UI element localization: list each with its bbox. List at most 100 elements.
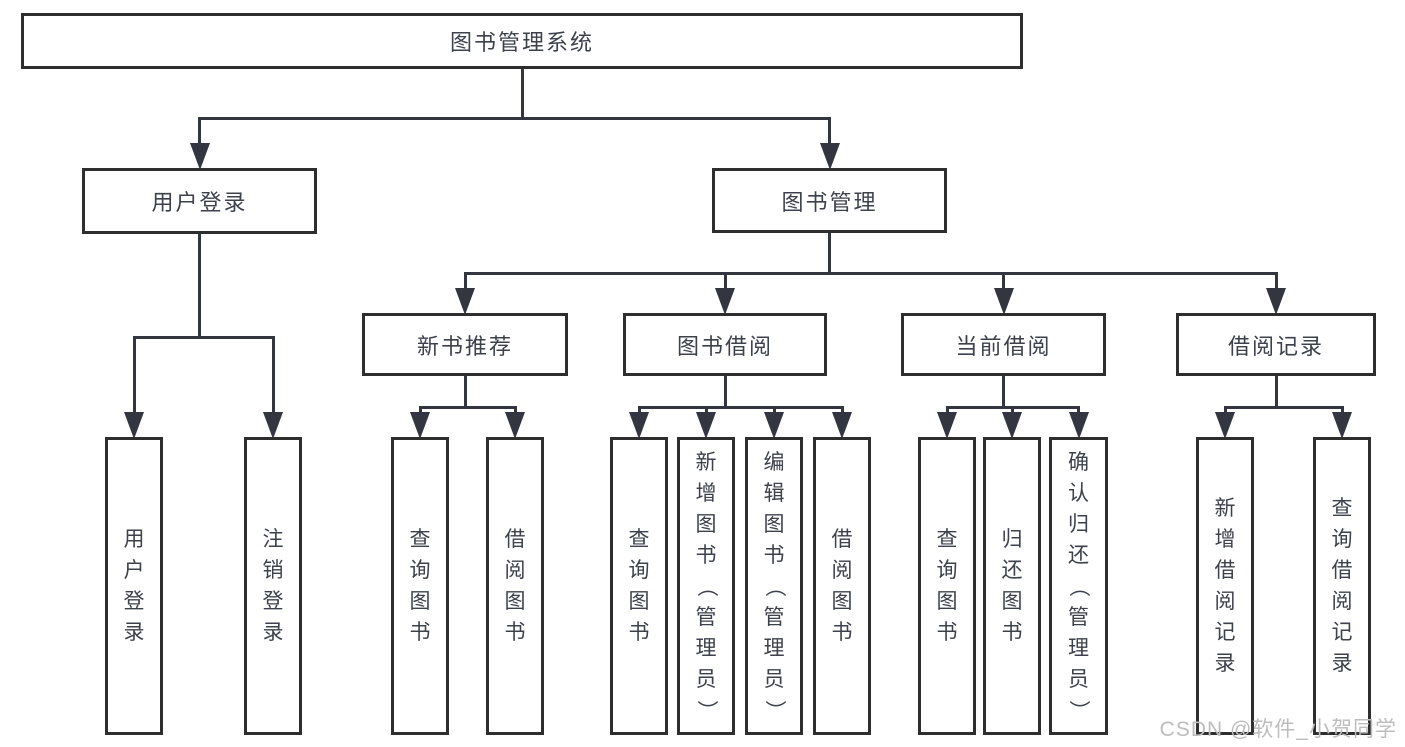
connector-stem (1002, 376, 1005, 407)
label-char: 管 (763, 605, 785, 629)
connector-drop (418, 407, 422, 414)
connector-stem (198, 234, 201, 337)
label-char: 图 (763, 512, 785, 536)
connector-drop (463, 273, 467, 290)
label-char: 销 (262, 559, 284, 582)
label-char: 录 (1214, 652, 1236, 675)
label-char: 书 (695, 543, 717, 567)
label-char: 理 (1068, 636, 1089, 660)
connector-drop (1077, 407, 1080, 414)
node-bb-borrow: 借阅图书 (813, 437, 871, 735)
label-char: 书 (409, 621, 431, 644)
label-char: 员 (763, 667, 785, 691)
node-nr-query: 查询图书 (391, 437, 449, 735)
label-char: 图 (936, 590, 958, 613)
node-label: 借阅图书 (832, 529, 853, 643)
arrowhead-down-icon (1266, 288, 1286, 315)
label-char: 图 (504, 590, 526, 613)
node-root: 图书管理系统 (21, 13, 1023, 69)
arrowhead-down-icon (832, 412, 852, 439)
connector-stem (1274, 376, 1278, 407)
label-char: 借 (831, 528, 853, 551)
label-char: 理 (763, 636, 785, 660)
node-label: 查询借阅记录 (1332, 498, 1353, 674)
node-book-mgmt: 图书管理 (712, 168, 947, 233)
node-label: 查询图书 (937, 529, 958, 643)
node-cur-borrow: 当前借阅 (901, 313, 1106, 376)
label-char: 登 (123, 590, 145, 613)
label-char: 管 (695, 605, 717, 629)
label-char: 书 (628, 621, 650, 644)
node-label: 图书管理 (781, 189, 878, 215)
label-char: 书 (831, 621, 853, 644)
node-bb-add: 新增图书（管理员） (677, 437, 735, 735)
node-borrow-rec: 借阅记录 (1176, 313, 1376, 376)
label-char: 借 (1214, 559, 1236, 582)
connector-drop (132, 337, 136, 414)
connector-bus (198, 116, 831, 120)
node-label: 用户登录 (124, 529, 145, 643)
node-label: 新增图书（管理员） (694, 452, 718, 721)
node-label: 查询图书 (629, 529, 650, 643)
label-char: 确 (1068, 450, 1089, 474)
label-char: 管 (1068, 605, 1089, 629)
label-char: 注 (262, 528, 284, 551)
connector-drop (198, 118, 201, 145)
node-label: 新增借阅记录 (1215, 498, 1236, 674)
label-char: 记 (1214, 621, 1236, 644)
label-char: 图 (1001, 590, 1023, 613)
label-char: 录 (262, 621, 284, 644)
label-char: 询 (1331, 528, 1353, 551)
node-cb-query: 查询图书 (918, 437, 976, 735)
connector-drop (1010, 407, 1014, 414)
node-bb-edit: 编辑图书（管理员） (745, 437, 803, 735)
arrowhead-down-icon (505, 412, 525, 439)
connector-drop (1340, 407, 1344, 414)
node-label: 注销登录 (263, 529, 284, 643)
label-char: 图 (695, 512, 717, 536)
label-char: 书 (1001, 621, 1023, 644)
node-label: 图书管理系统 (449, 30, 594, 55)
connector-bus (637, 405, 844, 409)
node-label: 图书借阅 (676, 333, 773, 359)
label-char: ） (694, 699, 718, 721)
label-char: 辑 (763, 481, 785, 505)
node-new-rec: 新书推荐 (362, 313, 568, 376)
label-char: 员 (1068, 667, 1089, 691)
connector-drop (840, 407, 844, 414)
label-char: 书 (763, 543, 785, 567)
label-char: 借 (504, 528, 526, 551)
label-char: 新 (1214, 497, 1236, 520)
label-char: 还 (1068, 543, 1089, 567)
label-char: 阅 (504, 559, 526, 582)
connector-drop (772, 407, 776, 414)
arrowhead-down-icon (715, 288, 735, 315)
node-label: 借阅图书 (505, 529, 526, 643)
label-char: 图 (831, 590, 853, 613)
connector-drop (704, 407, 708, 414)
node-label: 归还图书 (1002, 529, 1023, 643)
connector-drop (271, 337, 275, 414)
label-char: 增 (1214, 528, 1236, 551)
label-char: 理 (695, 636, 717, 660)
watermark: CSDN @软件_小贺同学 (1159, 718, 1397, 741)
arrowhead-down-icon (455, 288, 475, 315)
node-label: 编辑图书（管理员） (763, 452, 786, 721)
label-char: 借 (1331, 559, 1353, 582)
label-char: 查 (409, 528, 431, 551)
connector-drop (513, 407, 517, 414)
label-char: 阅 (831, 559, 853, 582)
label-char: 登 (262, 590, 284, 613)
connector-drop (723, 273, 727, 290)
connector-bus (132, 335, 275, 339)
label-char: ） (1067, 699, 1090, 721)
arrowhead-down-icon (189, 143, 210, 170)
label-char: 图 (628, 590, 650, 613)
node-br-query: 查询借阅记录 (1313, 437, 1371, 735)
arrowhead-down-icon (124, 412, 144, 439)
node-label: 用户登录 (151, 190, 248, 215)
label-char: （ (1067, 575, 1090, 597)
connector-stem (520, 69, 524, 118)
label-char: 查 (628, 528, 650, 551)
